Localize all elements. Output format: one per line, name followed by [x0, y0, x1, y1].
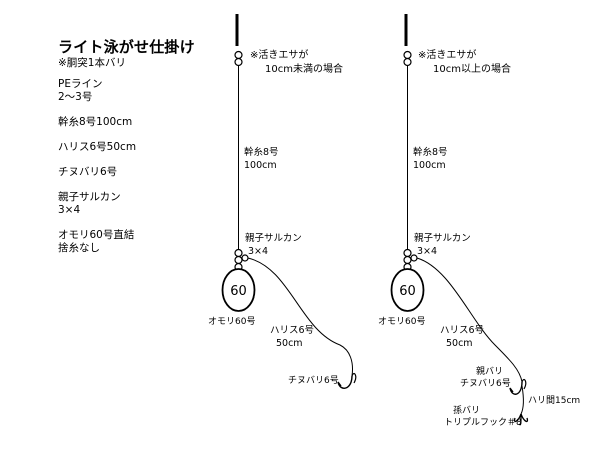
main-line-label-right-1: 幹糸8号	[413, 146, 448, 158]
rig-subtitle: ※胴突1本バリ	[58, 57, 126, 69]
child-hook-label-right-1: 孫バリ	[453, 404, 480, 416]
hook-gap-label-right: ハリ間15cm	[528, 395, 580, 406]
harris-label-left-2: 50cm	[276, 338, 303, 349]
sinker-label-left: オモリ60号	[208, 316, 255, 327]
rig-left: 60 ※活きエサが 10cm未満の場合 幹糸8号 100cm 親子サルカン 3×…	[208, 14, 357, 389]
hook-label-left: チヌバリ6号	[288, 375, 339, 386]
harris-line-left	[247, 257, 353, 377]
harris-line-right	[416, 257, 523, 383]
spec-pe-line: PEライン 2〜3号	[58, 78, 103, 103]
rig-right: 60 ※活きエサが 10cm以上の場合 幹糸8号 100cm 親子サルカン 3×…	[378, 14, 580, 428]
sinker-label-right: オモリ60号	[378, 316, 425, 327]
top-swivel-ring-right-2	[403, 57, 412, 67]
hook-eye-left	[351, 372, 357, 384]
spec-swivel: 親子サルカン 3×4	[58, 191, 121, 216]
spec-panel: ライト泳がせ仕掛け ※胴突1本バリ PEライン 2〜3号 幹糸8号100cm ハ…	[58, 38, 228, 267]
triple-hook-right-c	[518, 413, 522, 426]
spec-hook: チヌバリ6号	[58, 166, 118, 178]
rig-title: ライト泳がせ仕掛け	[58, 38, 195, 56]
triple-hook-right-a	[513, 413, 522, 423]
parent-hook-right	[509, 381, 523, 395]
child-hook-label-right-2: トリプルフック＃8	[444, 417, 522, 428]
swivel-label-right-1: 親子サルカン	[414, 232, 471, 244]
sinker-value-right: 60	[399, 284, 416, 299]
sinker-value-left: 60	[230, 284, 247, 299]
note-left-1: ※活きエサが	[250, 48, 308, 61]
swivel-label-left-1: 親子サルカン	[245, 232, 302, 244]
spec-sinker: オモリ60号直結 捨糸なし	[58, 229, 135, 254]
swivel-label-left-2: 3×4	[248, 246, 268, 257]
hook-gap-line-right	[520, 385, 524, 415]
parent-hook-label-right-1: 親バリ	[476, 365, 503, 377]
oyako-swivel-ring-left	[234, 248, 243, 258]
spec-main-line: 幹糸8号100cm	[58, 116, 133, 128]
top-swivel-ring-right	[403, 50, 412, 60]
harris-label-right-2: 50cm	[446, 338, 473, 349]
oyako-swivel-ring-right	[403, 248, 412, 258]
parent-hook-eye-right	[521, 378, 527, 390]
main-line-label-left-1: 幹糸8号	[244, 146, 279, 158]
sinker-right	[390, 268, 425, 312]
note-left-2: 10cm未満の場合	[265, 62, 343, 75]
oyako-swivel-ring-right-2	[403, 255, 412, 265]
top-swivel-ring-left-2	[234, 57, 243, 67]
top-swivel-ring-left	[234, 50, 243, 60]
harris-label-right-1: ハリス6号	[440, 325, 484, 336]
parent-hook-label-right-2: チヌバリ6号	[460, 378, 511, 389]
harris-label-left-1: ハリス6号	[270, 325, 314, 336]
oyako-swivel-ring-left-2	[234, 255, 243, 265]
swivel-label-right-2: 3×4	[417, 246, 437, 257]
note-right-1: ※活きエサが	[418, 48, 476, 61]
triple-hook-right-b	[520, 413, 529, 423]
note-right-2: 10cm以上の場合	[433, 62, 511, 75]
sinker-left	[221, 268, 256, 312]
hook-left	[337, 375, 353, 389]
spec-harris: ハリス6号50cm	[58, 141, 137, 153]
main-line-label-left-2: 100cm	[244, 160, 277, 171]
main-line-label-right-2: 100cm	[413, 160, 446, 171]
